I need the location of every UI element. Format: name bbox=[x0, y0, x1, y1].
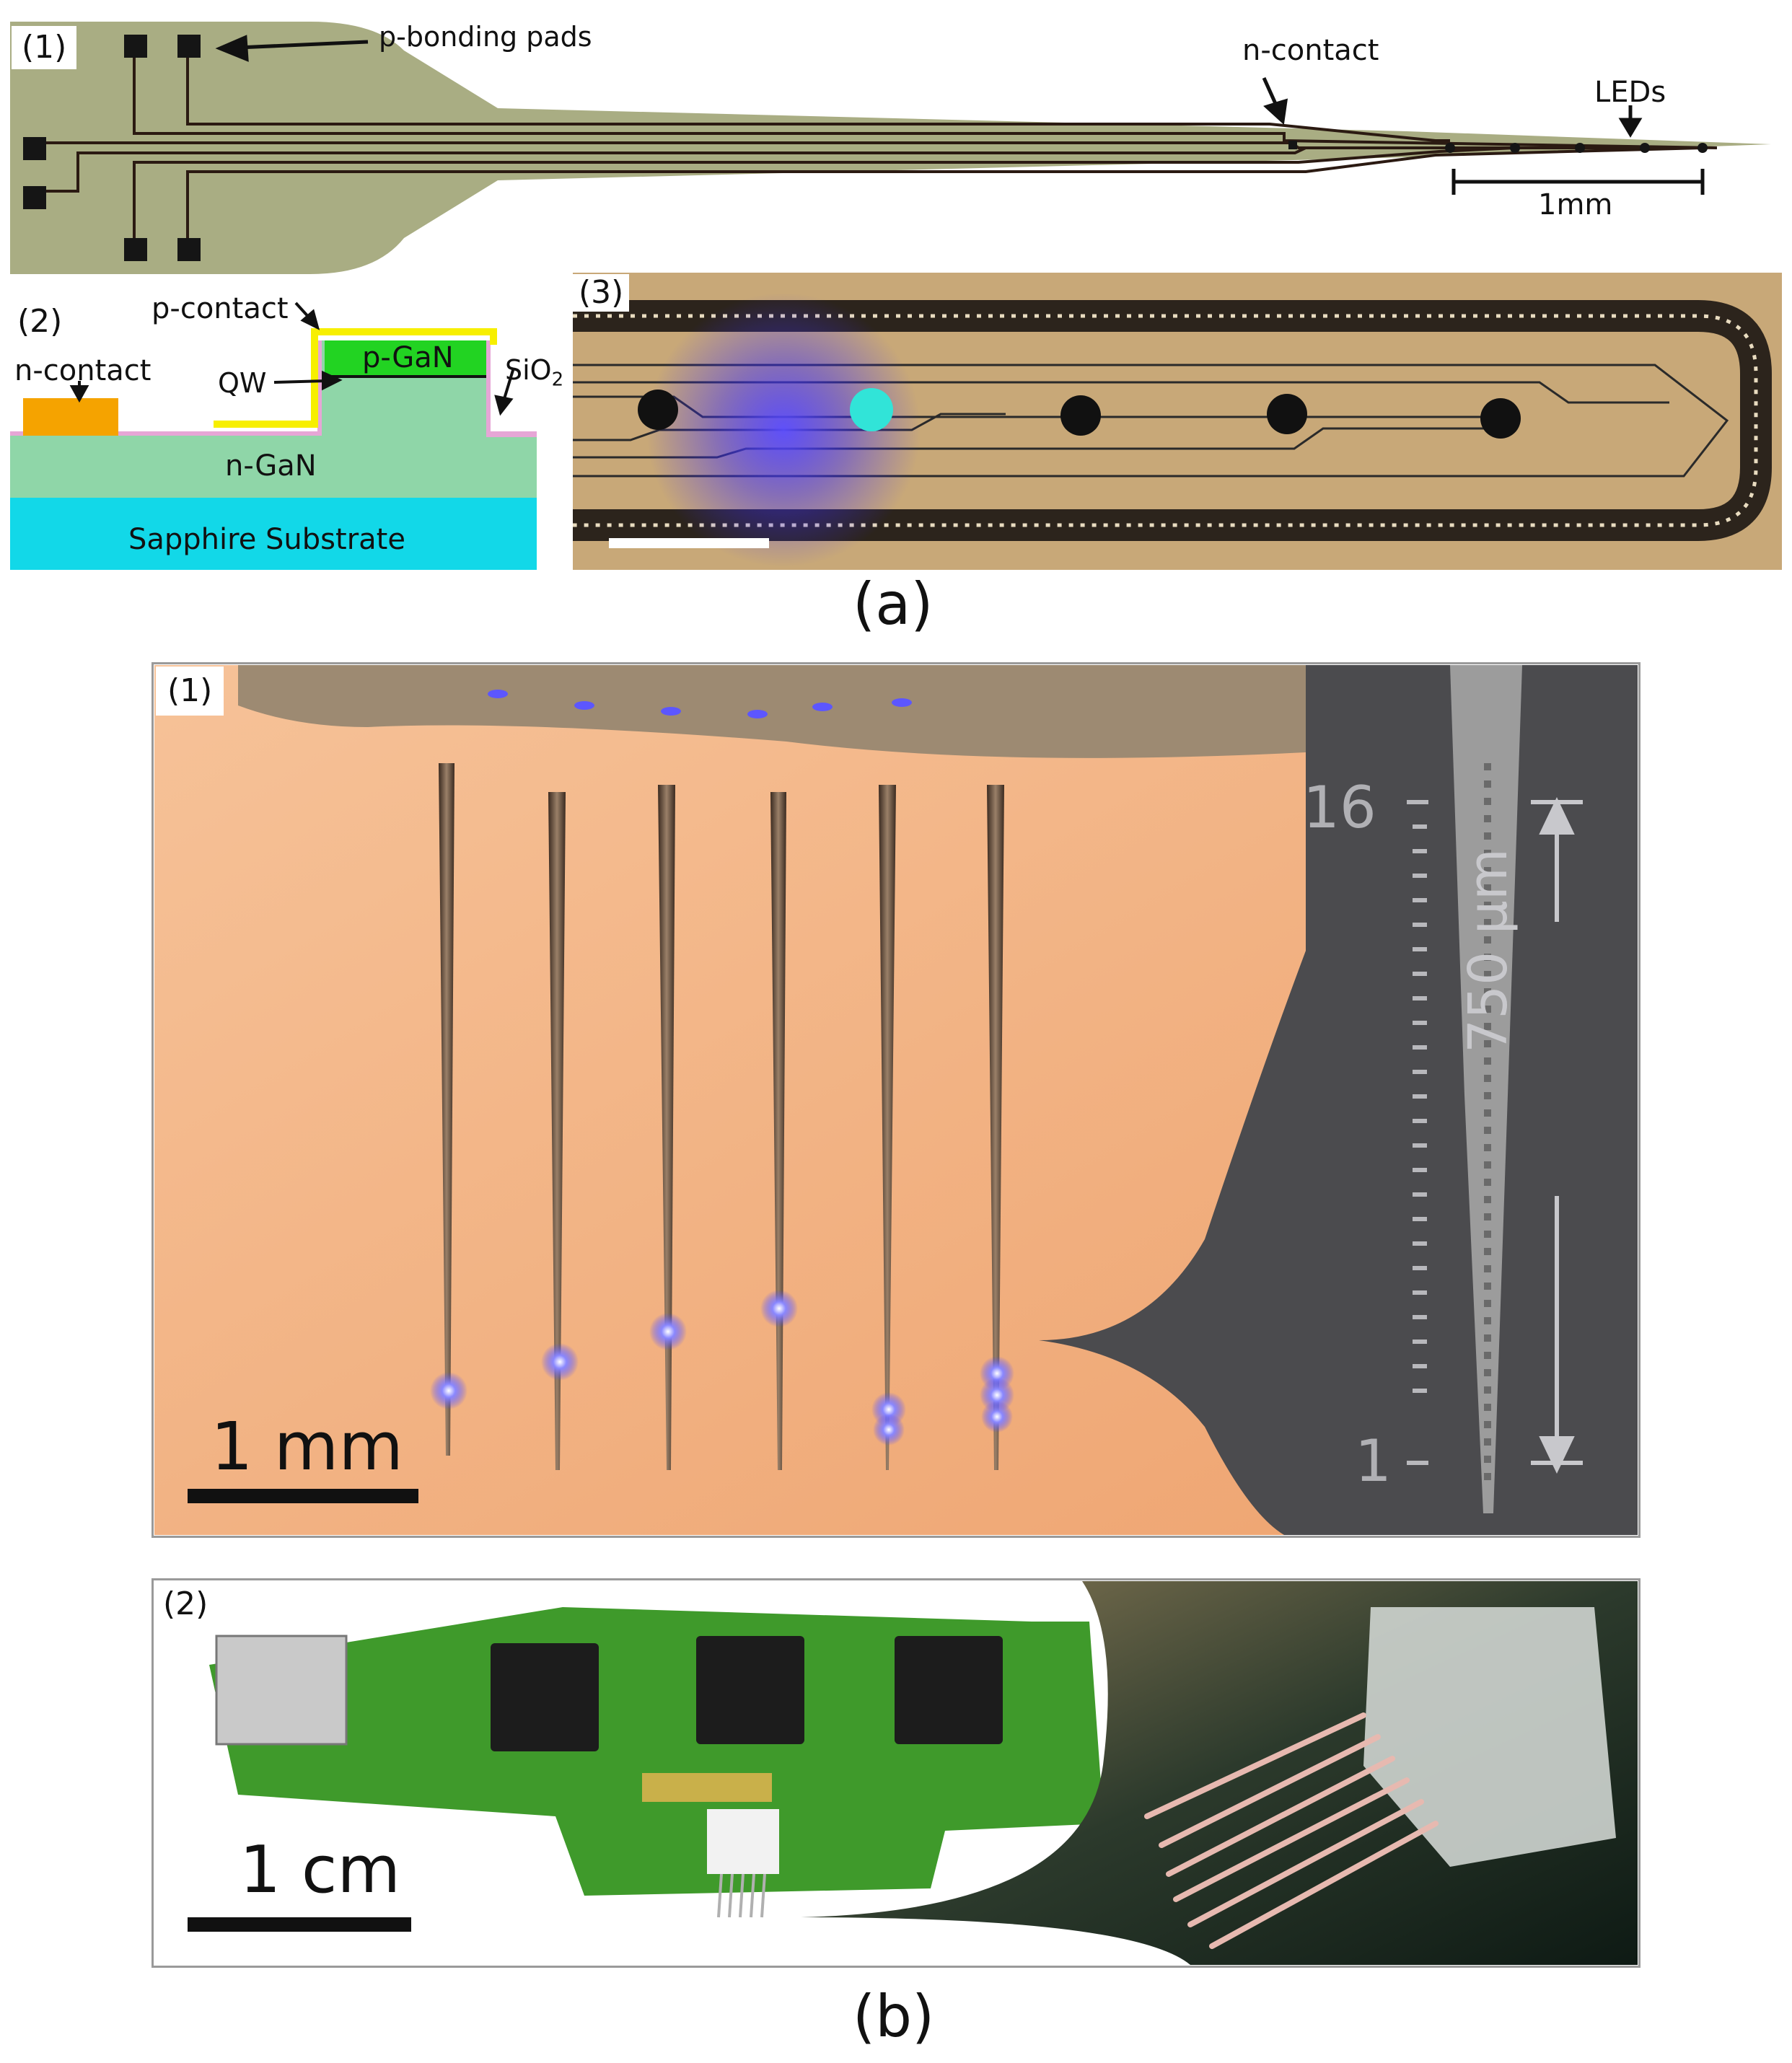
n-contact-label: n-contact bbox=[14, 354, 151, 387]
panel-tag: (2) bbox=[12, 303, 69, 340]
qw-label: QW bbox=[218, 367, 267, 399]
bonding-pad bbox=[124, 238, 147, 261]
scale-bar bbox=[188, 1917, 411, 1932]
ncontact-arrow bbox=[1262, 76, 1279, 108]
led-off bbox=[1480, 398, 1521, 439]
figure-caption-a: (a) bbox=[853, 571, 934, 638]
probe-shank-outline bbox=[10, 22, 1771, 274]
sio2-text: SiO bbox=[505, 354, 552, 386]
bonding-pad bbox=[177, 35, 201, 58]
figure-caption-b: (b) bbox=[853, 1983, 935, 2050]
pads-arrow bbox=[237, 40, 369, 50]
length-arrow bbox=[1531, 797, 1583, 1474]
ic-chip bbox=[895, 1636, 1003, 1744]
holder-leds bbox=[488, 690, 912, 718]
n-gan-label: n-GaN bbox=[225, 449, 317, 483]
p-contact-line bbox=[214, 328, 497, 428]
led-on bbox=[850, 388, 893, 431]
scale-bar-label: 1 cm bbox=[240, 1832, 401, 1908]
pcb-board bbox=[209, 1607, 1104, 1896]
sio2-label: SiO2 bbox=[505, 356, 563, 390]
blue-glow bbox=[646, 293, 921, 567]
bonding-pad bbox=[124, 35, 147, 58]
p-gan-block bbox=[325, 340, 486, 377]
sapphire-substrate-label: Sapphire Substrate bbox=[128, 523, 405, 556]
probe-micrograph bbox=[573, 273, 1782, 570]
p-contact-label: p-contact bbox=[151, 292, 289, 325]
sem-length-label: 750 μm bbox=[1457, 848, 1519, 1053]
n-gan-layer bbox=[10, 340, 537, 498]
sem-axis-top-label: 16 bbox=[1303, 774, 1376, 841]
white-connector bbox=[707, 1809, 779, 1874]
panel-tag: (1) bbox=[12, 26, 77, 69]
scale-bar-label: 1mm bbox=[1538, 188, 1613, 221]
sio2-subscript: 2 bbox=[551, 369, 564, 391]
gold-pads bbox=[642, 1773, 772, 1802]
n-contact-block bbox=[23, 398, 118, 436]
sapphire-substrate bbox=[10, 498, 537, 570]
bonding-pad bbox=[177, 238, 201, 261]
probe-layout-diagram bbox=[10, 22, 1771, 274]
led-off bbox=[1060, 395, 1101, 436]
leds-label: LEDs bbox=[1594, 76, 1666, 109]
usb-connector bbox=[215, 1635, 348, 1746]
lit-leds bbox=[430, 1290, 1014, 1446]
p-gan-label: p-GaN bbox=[362, 341, 454, 374]
scale-bar bbox=[609, 538, 769, 548]
led-cross-section-diagram bbox=[10, 302, 537, 570]
p-bonding-pads-label: p-bonding pads bbox=[379, 21, 592, 53]
led-off bbox=[1267, 394, 1307, 434]
bonding-pad bbox=[23, 137, 46, 160]
closeup-shanks bbox=[1144, 1712, 1439, 1949]
led-off bbox=[638, 390, 678, 430]
led-markers bbox=[1445, 143, 1708, 153]
scale-bar-1mm bbox=[1451, 169, 1705, 195]
probe-pins bbox=[717, 1873, 766, 1918]
holder-closeup bbox=[1363, 1607, 1616, 1867]
panel-tag: (3) bbox=[573, 274, 630, 312]
driver-board-photo bbox=[151, 1578, 1641, 1968]
sem-probe bbox=[1450, 665, 1522, 1513]
sem-ticks bbox=[1407, 800, 1428, 1465]
n-contact-pad bbox=[1288, 141, 1297, 149]
panel-tag: (1) bbox=[156, 667, 224, 716]
panel-tag: (2) bbox=[156, 1584, 216, 1624]
scale-bar bbox=[188, 1489, 418, 1503]
probe-border bbox=[573, 300, 1772, 541]
n-contact-label: n-contact bbox=[1242, 34, 1379, 67]
ic-chip bbox=[696, 1636, 804, 1744]
optrode-array-photo bbox=[151, 662, 1641, 1538]
sem-axis-bottom-label: 1 bbox=[1355, 1428, 1392, 1495]
bonding-pad bbox=[23, 186, 46, 209]
scale-bar-label: 1 mm bbox=[211, 1408, 404, 1485]
holder-top bbox=[238, 665, 1371, 758]
ic-chip bbox=[491, 1643, 599, 1751]
